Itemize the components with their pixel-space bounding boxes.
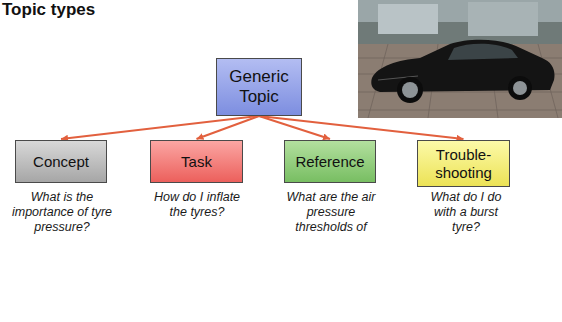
car-photo — [358, 0, 562, 118]
hierarchy-arrow — [197, 116, 260, 139]
diagram-title: Topic types — [2, 0, 95, 20]
question-caption: How do I inflate the tyres? — [146, 190, 248, 220]
box-label: Generic Topic — [221, 67, 297, 106]
root-topic-box: Generic Topic — [216, 58, 302, 116]
hierarchy-arrow — [61, 116, 259, 139]
question-caption: What do I do with a burst tyre? — [420, 190, 512, 235]
question-caption: What are the air pressure thresholds of — [284, 190, 378, 235]
topic-type-box: Reference — [284, 140, 376, 183]
hierarchy-arrow — [259, 116, 464, 139]
topic-type-box: Concept — [15, 140, 107, 183]
topic-type-box: Trouble- shooting — [417, 140, 510, 187]
question-caption: What is the importance of tyre pressure? — [10, 190, 114, 235]
box-label: Trouble- shooting — [422, 146, 505, 181]
box-label: Task — [181, 153, 212, 170]
topic-type-box: Task — [150, 140, 243, 183]
box-label: Concept — [33, 153, 89, 170]
box-label: Reference — [295, 153, 364, 170]
